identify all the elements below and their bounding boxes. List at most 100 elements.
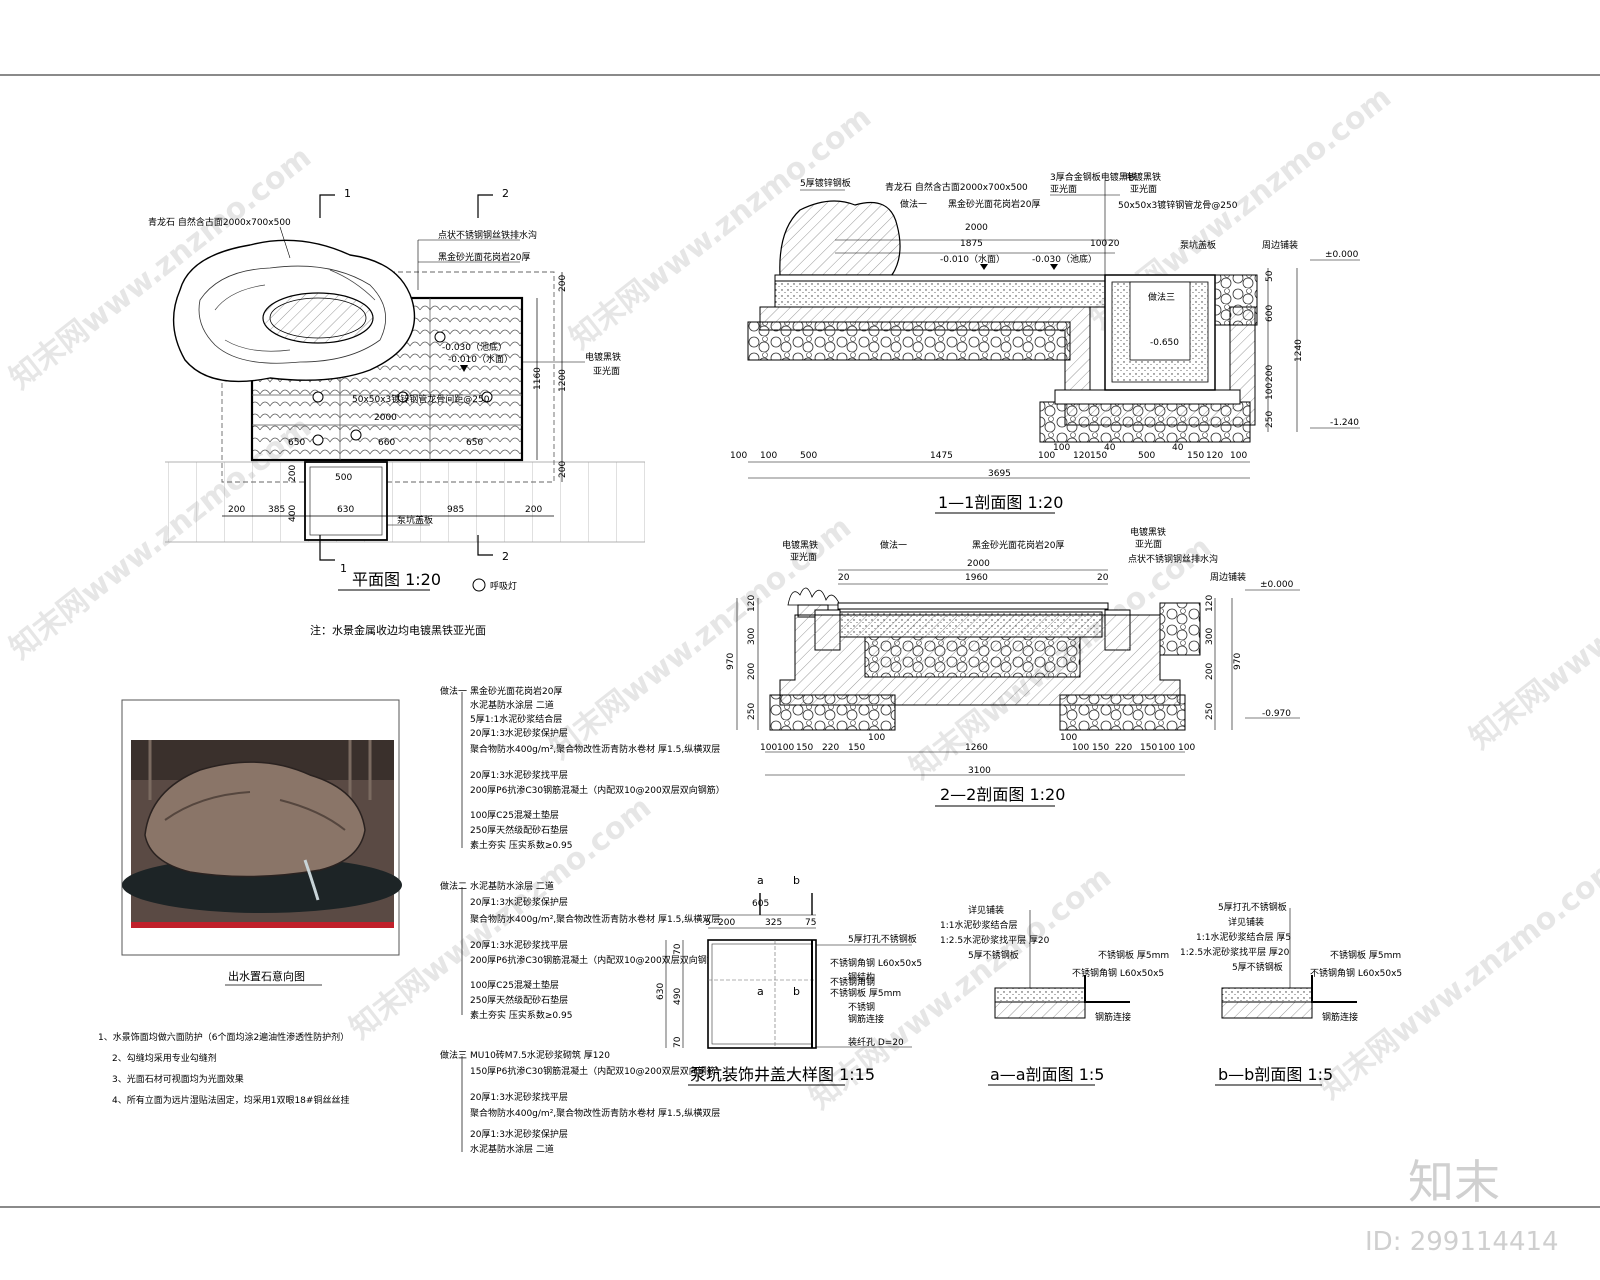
cut-label-2b: 2 — [502, 550, 509, 563]
s22-dim-r-1: 300 — [1205, 628, 1215, 645]
m1-line-7: 100厚C25混凝土垫层 — [470, 809, 559, 821]
s22-dim-r-0: 120 — [1205, 595, 1215, 612]
s11-dim-b-12: 120 — [1206, 451, 1223, 461]
pc-label-4: 不锈钢角钢 — [830, 976, 875, 988]
s11-label-9: 泵坑盖板 — [1180, 239, 1216, 251]
pc-dim-l-2: 630 — [656, 983, 666, 1000]
m1-line-4: 聚合物防水400g/m²,聚合物改性沥青防水卷材 厚1.5,纵横双层 — [470, 743, 720, 755]
dim-inner-650a: 650 — [288, 438, 305, 448]
s22-dim-b-3: 220 — [822, 743, 839, 753]
plan-level2: -0.010（水面） — [448, 353, 513, 365]
m3-line-5: 水泥基防水涂层 二道 — [470, 1143, 554, 1155]
aa-label-0: 详见铺装 — [968, 904, 1004, 916]
pc-label-0: 5厚打孔不锈钢板 — [848, 933, 917, 945]
asset-id: ID: 299114414 — [1365, 1227, 1559, 1257]
pc-label-7: 装纤孔 D=20 — [848, 1036, 904, 1048]
s22-dim-top-0: 2000 — [967, 559, 990, 569]
pc-label-5: 不锈钢 — [848, 1001, 875, 1013]
s22-label-0: 电镀黑铁 — [782, 539, 818, 551]
s22-dim-b-11: 150 — [1140, 743, 1157, 753]
bb-label-6: 不锈钢角钢 L60x50x5 — [1310, 967, 1402, 979]
s22-dim-l-1: 300 — [747, 628, 757, 645]
s22-label-6: 点状不锈钢钢丝排水沟 — [1128, 553, 1218, 565]
plan-stone-label: 青龙石 自然含古面2000x700x500 — [148, 216, 291, 228]
s11-title: 1—1剖面图 1:20 — [938, 493, 1063, 512]
pc-dim-l-3: 70 — [673, 1036, 683, 1048]
pc-title: 泵坑装饰井盖大样图 1:15 — [690, 1065, 875, 1084]
s22-dim-b-9: 150 — [1092, 743, 1109, 753]
dim-bottom-4: 985 — [447, 505, 464, 515]
s11-dim-b-4: 100 — [1038, 451, 1055, 461]
plan-granite-label: 黑金砂光面花岗岩20厚 — [438, 251, 530, 263]
m2-line-0: 水泥基防水涂层 二道 — [470, 880, 554, 892]
s11-dim-r-2: 1240 — [1294, 339, 1304, 362]
s11-dim-b-10: 40 — [1172, 443, 1184, 453]
s11-dim-b-11: 150 — [1187, 451, 1204, 461]
s11-dim-b-13: 100 — [1230, 451, 1247, 461]
m2-line-2: 聚合物防水400g/m²,聚合物改性沥青防水卷材 厚1.5,纵横双层 — [470, 913, 720, 925]
aa-label-2: 1:2.5水泥砂浆找平层 厚20 — [940, 934, 1050, 946]
photo-caption: 出水置石意向图 — [228, 969, 305, 983]
s22-dim-b-0: 100 — [760, 743, 777, 753]
s22-dim-b-13: 100 — [1178, 743, 1195, 753]
cut-label-1b: 1 — [340, 562, 347, 575]
s11-level-1: -0.010（水面） — [940, 253, 1005, 265]
m2-line-5: 100厚C25混凝土垫层 — [470, 979, 559, 991]
m2-tag: 做法二 — [440, 880, 467, 892]
s22-dim-r-3: 200 — [1205, 663, 1215, 680]
s11-dim-r-0: 50 — [1265, 270, 1275, 282]
plan-note: 注：水景金属收边均电镀黑铁亚光面 — [310, 623, 486, 637]
s11-dim-b-9: 500 — [1138, 451, 1155, 461]
s22-label-4: 电镀黑铁 — [1130, 526, 1166, 538]
pc-label-2: 钢结构 — [848, 971, 875, 983]
cut-b-top: b — [793, 874, 800, 887]
dim-inner-2000: 2000 — [374, 413, 397, 423]
method-lists: 做法一 黑金砂光面花岗岩20厚 水泥基防水涂层 二道 5厚1:1水泥砂浆结合层 … — [440, 685, 725, 1155]
s11-label-7: 亚光面 — [1130, 183, 1157, 195]
cut-b-mid: b — [793, 985, 800, 998]
aa-title: a—a剖面图 1:5 — [990, 1065, 1104, 1084]
s22-total: 3100 — [968, 766, 991, 776]
pc-dim-top-2: 200 — [718, 918, 735, 928]
s22-dim-b-4: 150 — [848, 743, 865, 753]
m3-tag: 做法三 — [440, 1049, 467, 1061]
plan-view: 1 2 1 2 青龙石 自然含古面2000x700x500 点状不锈钢钢丝铁排水… — [148, 187, 645, 637]
section-a-a: 详见铺装 1:1水泥砂浆结合层 1:2.5水泥砂浆找平层 厚20 5厚不锈钢板 … — [940, 904, 1169, 1086]
aa-label-4: 不锈钢板 厚5mm — [1098, 949, 1169, 961]
m1-line-6: 200厚P6抗渗C30钢筋混凝土（内配双10@200双层双向钢筋） — [470, 784, 725, 796]
dim-right-1: 200 — [558, 275, 568, 292]
m1-line-5: 20厚1:3水泥砂浆找平层 — [470, 769, 568, 781]
s22-dim-l-4: 250 — [747, 703, 757, 720]
dim-bottom-5: 200 — [525, 505, 542, 515]
s22-label-3: 黑金砂光面花岗岩20厚 — [972, 539, 1064, 551]
pc-label-1: 不锈钢角钢 L60x50x5 — [830, 957, 922, 969]
bb-title: b—b剖面图 1:5 — [1218, 1065, 1333, 1084]
s22-dim-b-2: 150 — [796, 743, 813, 753]
s22-dim-top-2: 20 — [838, 573, 850, 583]
s11-label-8: 50x50x3镀锌钢管龙骨@250 — [1118, 199, 1238, 211]
s11-dim-r-4: 100 — [1265, 383, 1275, 400]
note-4: 4、所有立面为远片湿贴法固定，均采用1双眼18#铜丝丝挂 — [112, 1094, 349, 1106]
s11-level-3: -0.650 — [1150, 338, 1179, 348]
s11-dim-b-8: 40 — [1104, 443, 1116, 453]
plan-matte-label: 亚光面 — [593, 365, 620, 377]
dim-inner-400: 400 — [288, 505, 298, 522]
plan-title: 平面图 1:20 — [352, 570, 441, 589]
s11-level-4: -1.240 — [1330, 418, 1359, 428]
s11-dim-r-3: 200 — [1265, 365, 1275, 382]
m2-line-3: 20厚1:3水泥砂浆找平层 — [470, 939, 568, 951]
s22-level-1: -0.970 — [1262, 709, 1291, 719]
s22-dim-b-12: 100 — [1158, 743, 1175, 753]
bb-label-7: 钢筋连接 — [1322, 1011, 1358, 1023]
s11-dim-b-0: 100 — [730, 451, 747, 461]
m2-line-6: 250厚天然级配砂石垫层 — [470, 994, 568, 1006]
s22-dim-top-3: 20 — [1097, 573, 1109, 583]
stone-section — [779, 200, 901, 276]
pc-dim-top-3: 325 — [765, 918, 782, 928]
aa-label-6: 钢筋连接 — [1095, 1011, 1131, 1023]
m2-line-1: 20厚1:3水泥砂浆保护层 — [470, 896, 568, 908]
s11-dim-b-6: 120 — [1073, 451, 1090, 461]
s22-dim-b-10: 220 — [1115, 743, 1132, 753]
s11-label-2: 做法一 — [900, 198, 927, 210]
s11-dim-top-2: 100 — [1090, 239, 1107, 249]
